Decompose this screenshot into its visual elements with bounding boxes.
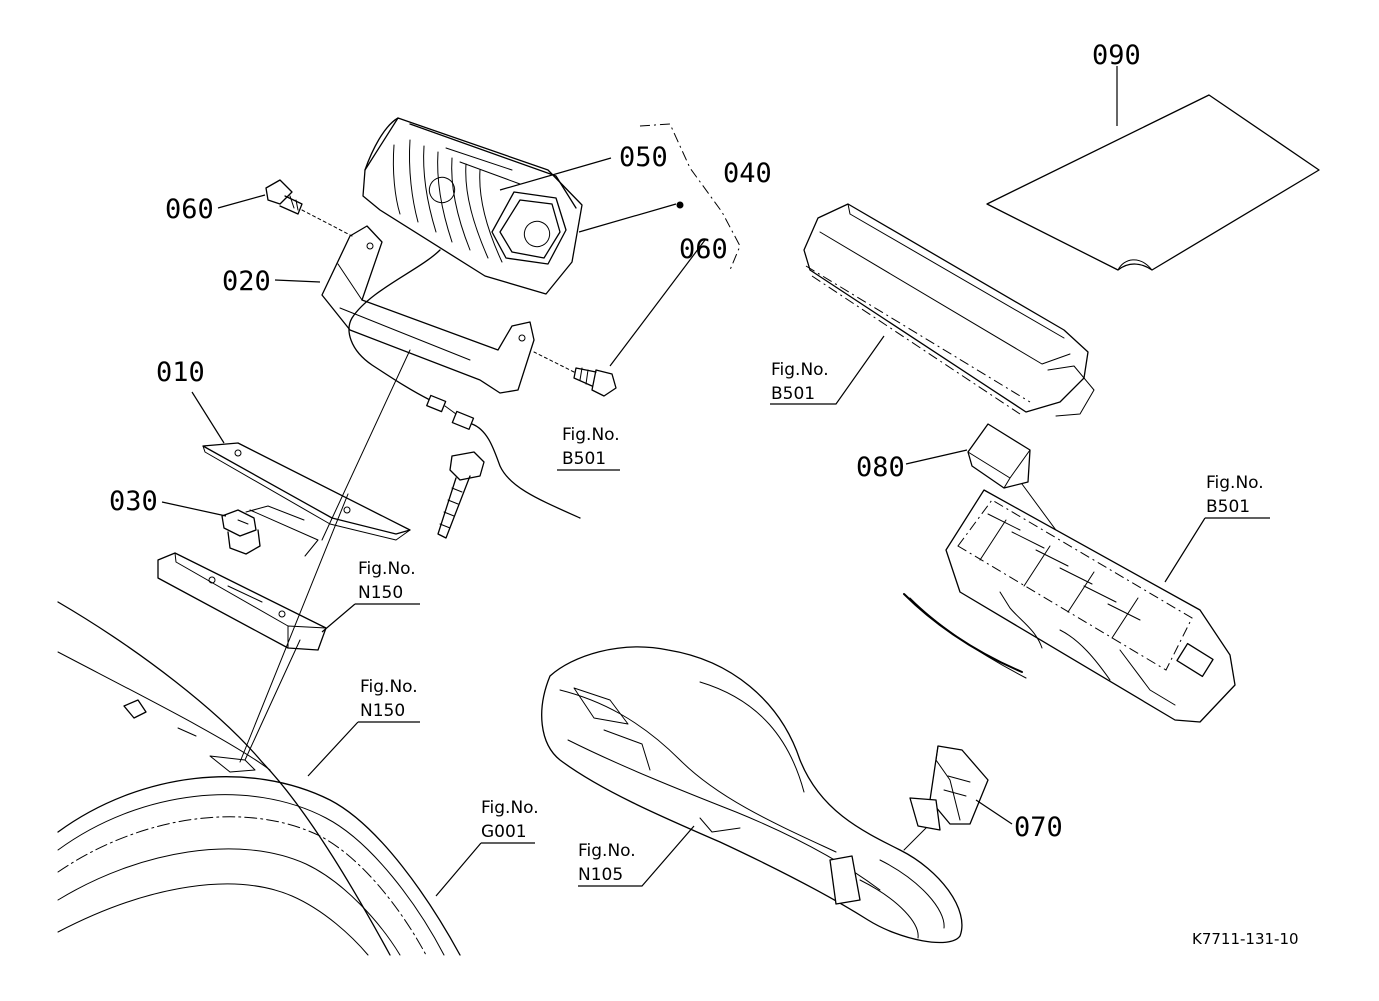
part-label-030: 030	[109, 486, 158, 517]
fig-ref-g001-line2: G001	[481, 822, 527, 842]
wiring-illustration	[348, 249, 581, 519]
part-label-050: 050	[619, 142, 668, 173]
part-label-070: 070	[1014, 812, 1063, 843]
mounting-bracket-illustration	[321, 225, 535, 394]
assembly-bracket-040	[578, 123, 741, 271]
nut-illustration	[221, 509, 261, 555]
fig-ref-n105-line1: Fig.No.	[578, 841, 636, 861]
part-label-080: 080	[856, 452, 905, 483]
fig-ref-b501-middle-line2: B501	[562, 449, 606, 469]
fig-ref-b501-right-line2: B501	[1206, 497, 1250, 517]
switch-housing-illustration	[803, 203, 1095, 417]
leader-lines	[161, 66, 1270, 897]
part-label-020: 020	[222, 266, 271, 297]
bolt-060-lower-illustration	[533, 351, 617, 397]
bolt-060-upper-illustration	[265, 179, 353, 237]
bracket-block-illustration	[157, 552, 327, 651]
fig-ref-g001-line1: Fig.No.	[481, 798, 539, 818]
part-labels: 090 050 040 060 060 020 010 030 080 070	[109, 40, 1141, 843]
work-light-illustration	[362, 117, 583, 295]
drawing-code: K7711-131-10	[1192, 930, 1299, 948]
mounting-axis-lines	[239, 349, 411, 763]
cab-roof-illustration	[57, 601, 461, 956]
switch-070-illustration	[903, 745, 989, 851]
fig-ref-n150-lower-line2: N150	[360, 701, 405, 721]
decal-sheet-illustration	[986, 94, 1320, 271]
part-label-060-upper: 060	[165, 194, 214, 225]
control-arm-illustration	[541, 646, 963, 944]
fig-ref-b501-upper-line2: B501	[771, 384, 815, 404]
figure-reference-labels: Fig.No. B501 Fig.No. B501 Fig.No. B501 F…	[358, 360, 1264, 885]
bolt-long-illustration	[437, 451, 485, 539]
fig-ref-n105-line2: N105	[578, 865, 623, 885]
fig-ref-b501-right-line1: Fig.No.	[1206, 473, 1264, 493]
fig-ref-n150-upper-line1: Fig.No.	[358, 559, 416, 579]
switch-panel-illustration	[903, 489, 1236, 723]
part-label-060-lower: 060	[679, 234, 728, 265]
part-label-090: 090	[1092, 40, 1141, 71]
mounting-plate-illustration	[202, 442, 411, 541]
fig-ref-n150-upper-line2: N150	[358, 583, 403, 603]
part-label-040: 040	[723, 158, 772, 189]
part-label-010: 010	[156, 357, 205, 388]
fig-ref-n150-lower-line1: Fig.No.	[360, 677, 418, 697]
fig-ref-b501-middle-line1: Fig.No.	[562, 425, 620, 445]
fig-ref-b501-upper-line1: Fig.No.	[771, 360, 829, 380]
